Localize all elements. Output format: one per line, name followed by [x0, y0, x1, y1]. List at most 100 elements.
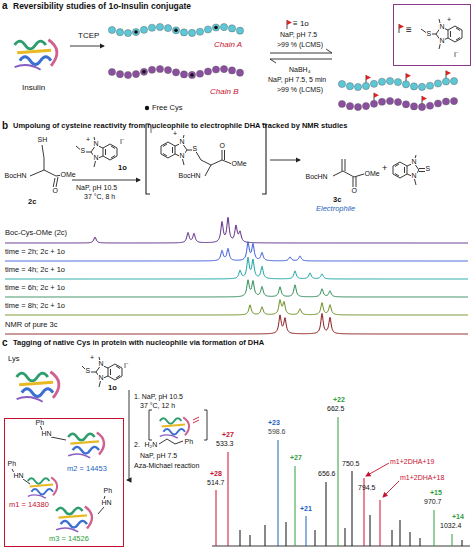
residue-bead: [434, 80, 441, 87]
figure-label: +22: [333, 396, 345, 403]
figure-label: I⁻: [120, 138, 124, 145]
residue-bead: [220, 65, 227, 72]
tag-flag: [366, 75, 371, 80]
figure-label: I⁻: [150, 127, 154, 134]
residue-bead: [394, 99, 401, 106]
figure-label: OMe: [231, 160, 247, 167]
node-text: Ph: [7, 460, 17, 467]
figure-label: 1. NaP, pH 10.5: [134, 393, 183, 400]
ms-peak: [400, 520, 401, 546]
residue-bead: [378, 98, 385, 105]
figure-label: BocHN: [305, 173, 328, 180]
residue-bead: [338, 80, 345, 87]
nmr-trace: [5, 300, 468, 315]
node-text: m3 = 14526: [49, 535, 89, 543]
figure-label: +: [173, 130, 177, 137]
figure-label: time = 6h; 2c + 1o: [5, 284, 65, 292]
figure-label: c: [2, 338, 8, 348]
residue-bead: [188, 29, 195, 36]
residue-bead: [410, 103, 417, 110]
residue-bead: [346, 83, 353, 90]
figure-label: Lys: [8, 355, 19, 363]
nmr-trace: [5, 217, 468, 243]
figure-label: N: [179, 138, 185, 145]
figure-label: time = 8h; 2c + 1o: [5, 302, 65, 310]
residue-bead: [212, 24, 219, 31]
node-text: Ph: [103, 487, 113, 494]
residue-bead: [418, 83, 425, 90]
figure-label: 662.5: [327, 405, 345, 412]
ms-peak: [410, 532, 411, 546]
residue-bead: [108, 26, 115, 33]
residue-bead: [188, 71, 195, 78]
tag-flag: [422, 96, 427, 101]
ms-peak: [306, 516, 307, 546]
residue-bead: [370, 100, 377, 107]
ms-peak: [370, 515, 371, 546]
node-text: HN: [13, 472, 24, 479]
residue-bead: [172, 69, 179, 76]
residue-bead: [212, 66, 219, 73]
tag-flag: [446, 71, 451, 76]
residue-bead: [450, 97, 457, 104]
residue-bead: [228, 67, 235, 74]
residue-bead: [442, 98, 449, 105]
figure-label: O: [219, 142, 225, 149]
node-text: S: [426, 30, 432, 37]
ms-peak: [216, 490, 217, 546]
residue-bead: [180, 29, 187, 36]
node-text: HN: [101, 499, 112, 506]
reagent-legend-box: ≡SNN+I⁻: [393, 4, 471, 66]
residue-bead: [354, 103, 361, 110]
figure-label: 1o: [108, 384, 117, 392]
node-text: HN: [41, 430, 52, 437]
residue-bead: [156, 23, 163, 30]
residue-bead: [132, 70, 139, 77]
residue-bead: [402, 101, 409, 108]
figure-label: I⁻: [124, 362, 128, 369]
figure-label: O: [351, 187, 357, 194]
free-cys: [142, 70, 146, 74]
figure-label: BocHN: [4, 172, 27, 179]
figure-label: Free Cys: [152, 104, 182, 112]
figure-label: 3c: [333, 196, 341, 204]
free-cys: [214, 26, 218, 30]
figure-label: N: [411, 158, 417, 165]
ms-peak: [392, 530, 393, 546]
residue-bead: [370, 80, 377, 87]
ms-peak: [345, 528, 346, 546]
free-cys: [134, 30, 138, 34]
residue-bead: [124, 71, 131, 78]
residue-bead: [346, 103, 353, 110]
node-text: N: [439, 23, 445, 30]
figure-label: time = 2h; 2c + 1o: [5, 248, 65, 256]
residue-bead: [196, 70, 203, 77]
nmr-trace: [5, 313, 468, 334]
nmr-trace: [5, 257, 468, 279]
free-cys: [174, 29, 178, 33]
residue-bead: [354, 83, 361, 90]
ms-peak: [434, 510, 435, 546]
figure-label: NMR of pure 3c: [5, 321, 58, 329]
figure-label: time = 4h; 2c + 1o: [5, 266, 65, 274]
figure-label: +: [90, 354, 94, 361]
residue-bead: [402, 81, 409, 88]
residue-bead: [426, 102, 433, 109]
residue-bead: [204, 68, 211, 75]
figure-label: Umpolung of cysteine reactivity from nuc…: [13, 122, 347, 130]
figure-label: +23: [268, 419, 280, 426]
residue-bead: [426, 82, 433, 89]
figure-label: +28: [210, 470, 222, 477]
figure-label: SH: [37, 136, 48, 143]
figure-label: S: [192, 145, 198, 152]
figure-label: Insulin: [22, 84, 45, 92]
figure-label: BocHN: [178, 172, 201, 179]
residue-bead: [196, 28, 203, 35]
nmr-trace: [5, 280, 468, 297]
figure-label: S: [80, 147, 86, 154]
figure-label: Ph: [184, 438, 194, 445]
figure-label: NaBH₄: [289, 66, 311, 73]
figure-label: a: [2, 1, 8, 11]
residue-bead: [116, 29, 123, 36]
